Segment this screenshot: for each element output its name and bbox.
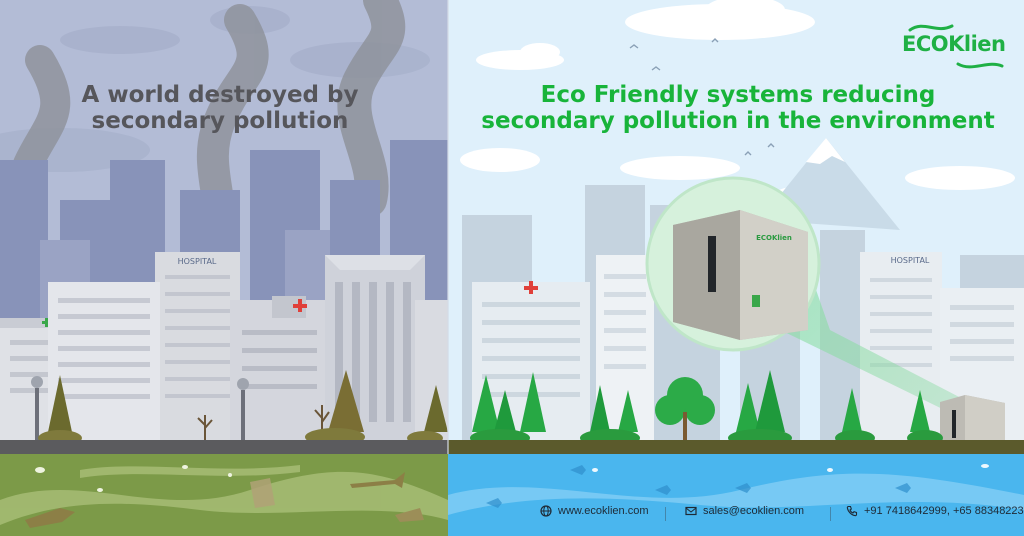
polluted-headline: A world destroyed by secondary pollution bbox=[81, 82, 359, 135]
hospital-sign-right: HOSPITAL bbox=[891, 256, 930, 265]
birds bbox=[629, 38, 775, 156]
website-link[interactable]: www.ecoklien.com bbox=[558, 505, 649, 517]
ecoklien-logo: ECOKlien bbox=[902, 20, 1012, 72]
website-item[interactable]: www.ecoklien.com bbox=[540, 505, 648, 517]
phone-icon bbox=[846, 505, 858, 517]
contact-footer: www.ecoklien.com sales@ecoklien.com +91 … bbox=[530, 505, 1024, 525]
email-item[interactable]: sales@ecoklien.com bbox=[685, 505, 804, 517]
logo-swoosh-icon bbox=[908, 24, 1004, 69]
office-building-left bbox=[48, 282, 160, 442]
machine-brand-label: ECOKlien bbox=[756, 234, 792, 242]
phone-item[interactable]: +91 7418642999, +65 88348223 bbox=[846, 505, 1024, 517]
dead-fish bbox=[25, 472, 424, 528]
hospital-sign-left: HOSPITAL bbox=[178, 257, 217, 266]
hospital-wing-left bbox=[230, 296, 330, 442]
hospital-building-left: HOSPITAL bbox=[155, 252, 240, 442]
logo-text: ECOKlien bbox=[902, 32, 1006, 56]
envelope-icon bbox=[685, 506, 697, 516]
withered-trees bbox=[31, 370, 448, 442]
phone-numbers[interactable]: +91 7418642999, +65 88348223 bbox=[864, 505, 1024, 517]
ground-left bbox=[0, 440, 448, 454]
ground-right bbox=[448, 440, 1024, 454]
fish bbox=[486, 465, 911, 508]
eco-headline: Eco Friendly systems reducing secondary … bbox=[481, 82, 995, 135]
email-link[interactable]: sales@ecoklien.com bbox=[703, 505, 805, 517]
globe-icon bbox=[540, 505, 552, 517]
green-trees bbox=[472, 370, 930, 440]
magnified-machine: ECOKlien bbox=[645, 176, 821, 352]
hospital-building-right: HOSPITAL bbox=[860, 252, 942, 442]
